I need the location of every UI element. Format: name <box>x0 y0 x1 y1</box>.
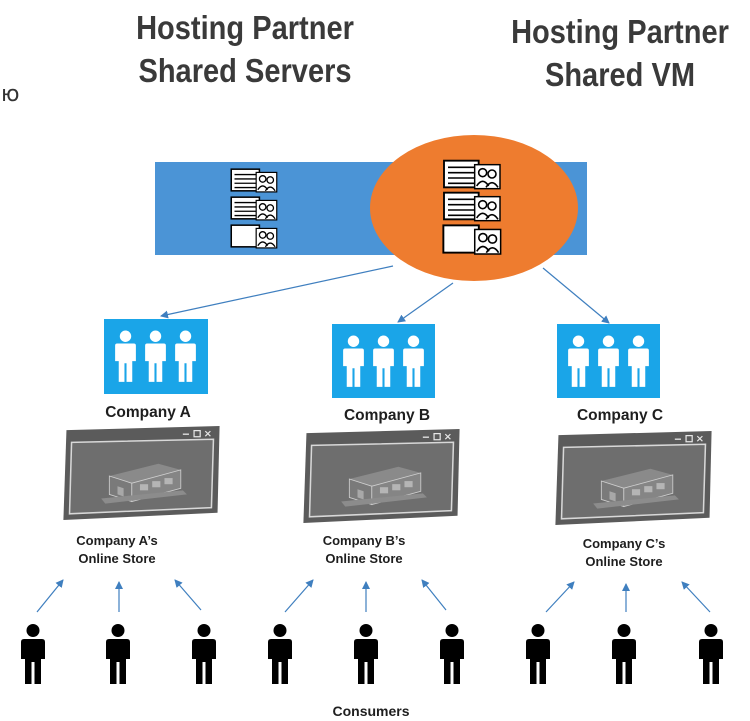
person-icon <box>106 624 130 684</box>
server-stack-icon <box>230 196 278 221</box>
server-stack-icon <box>443 159 501 190</box>
vm-to-company-b-arrow <box>397 282 454 323</box>
person-icon <box>526 624 550 684</box>
company-a-store-label-line2: Online Store <box>78 551 155 566</box>
title-shared-servers-line1: Hosting Partner <box>136 9 354 46</box>
title-shared-vm-line2: Shared VM <box>544 56 696 93</box>
vm-to-company-c-arrow <box>542 267 610 324</box>
company-a-icon <box>104 319 208 394</box>
person-icon <box>192 624 216 684</box>
browser-store-icon <box>554 430 713 526</box>
consumers-label: Consumers <box>332 703 409 719</box>
person-icon <box>21 624 45 684</box>
browser-store-icon <box>302 428 461 524</box>
server-stack-icon <box>230 168 278 193</box>
title-shared-vm: Hosting Partner Shared VM <box>488 10 750 96</box>
company-c-store-label-line1: Company C’s <box>583 536 666 551</box>
server-stack-icon <box>443 191 501 222</box>
company-b-store-label-line1: Company B’s <box>323 533 406 548</box>
vm-to-company-a-arrow <box>160 265 394 319</box>
company-b-icon <box>332 324 435 398</box>
company-a-label: Company A <box>105 404 191 421</box>
person-icon <box>440 624 464 684</box>
company-b-label: Company B <box>344 407 430 424</box>
company-c-icon <box>557 324 660 398</box>
consumer-arrows <box>36 579 711 613</box>
company-c-store-label-line2: Online Store <box>585 554 662 569</box>
person-icon <box>612 624 636 684</box>
server-stack-icon <box>230 224 278 249</box>
title-shared-vm-line1: Hosting Partner <box>511 13 729 50</box>
browser-store-icon <box>62 425 221 521</box>
company-c-label: Company C <box>577 407 663 424</box>
company-b-store-label-line2: Online Store <box>325 551 402 566</box>
person-icon <box>354 624 378 684</box>
server-stack-icon <box>442 224 502 255</box>
company-a-store-label-line1: Company A’s <box>76 533 157 548</box>
title-shared-servers: Hosting Partner Shared Servers <box>113 6 377 92</box>
title-shared-servers-line2: Shared Servers <box>138 52 352 89</box>
person-icon <box>699 624 723 684</box>
person-icon <box>268 624 292 684</box>
stray-glyph: ю <box>1 82 20 107</box>
